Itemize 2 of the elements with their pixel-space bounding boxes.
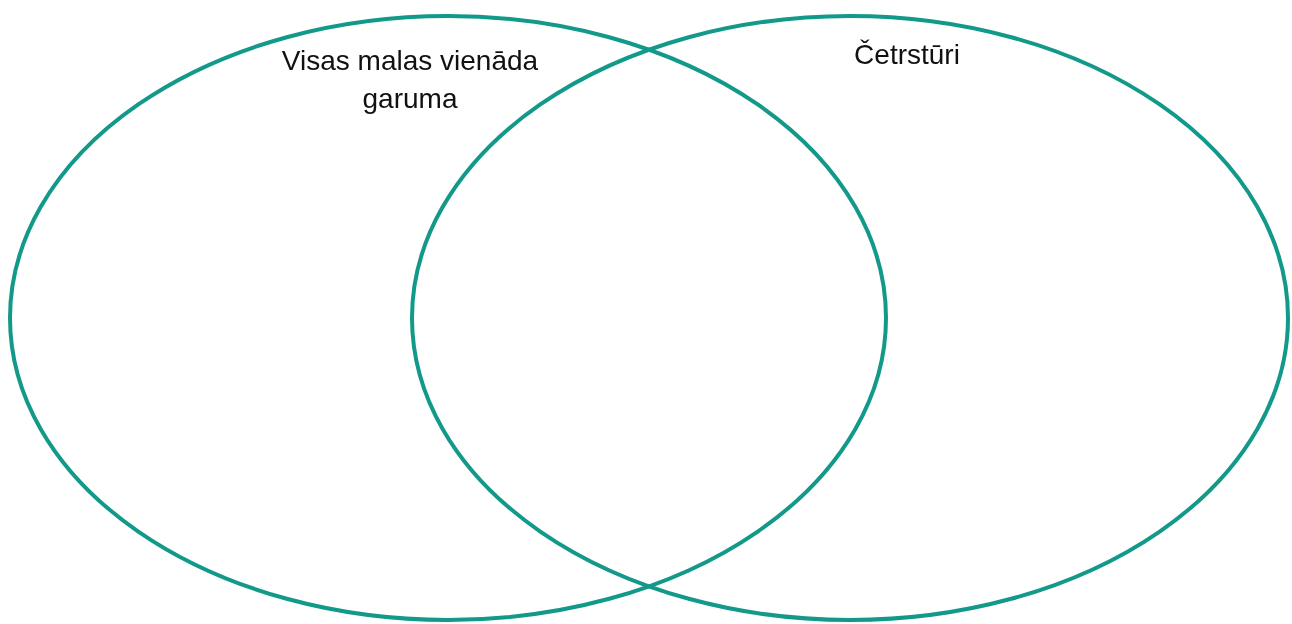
set-label: Četrstūri <box>853 38 961 72</box>
set-label: Visas malas vienāda garuma <box>280 44 540 116</box>
